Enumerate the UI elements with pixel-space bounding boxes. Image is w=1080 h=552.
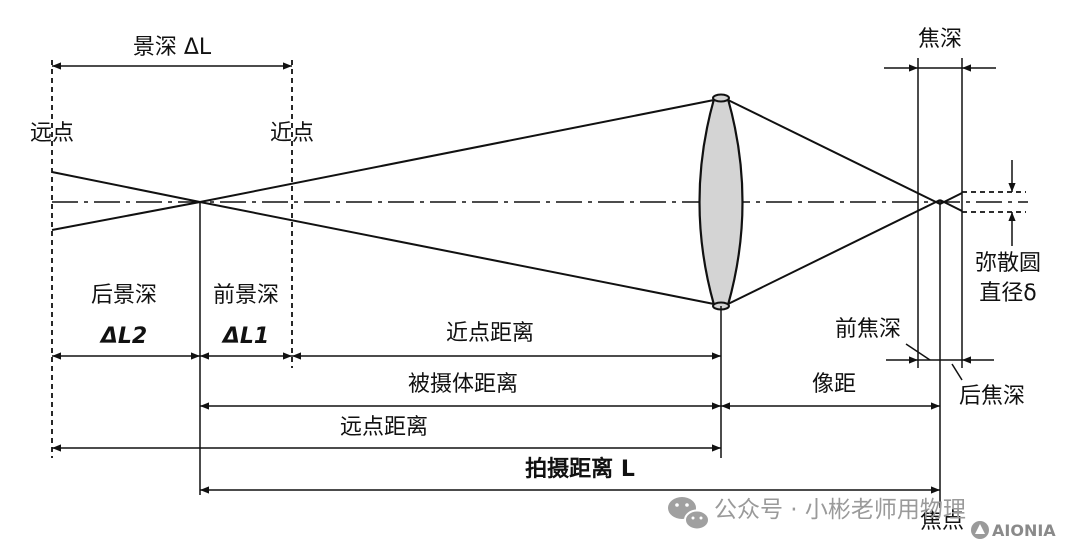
coc-label-line2: 直径δ [979, 281, 1036, 306]
lens-top-cap [712, 93, 730, 103]
ray-far-upper [51, 171, 201, 203]
depth-of-focus-label: 焦深 [918, 27, 962, 52]
ray-focus-out-lower [939, 199, 963, 212]
image-distance-label: 像距 [812, 372, 856, 397]
delta-l1-label: ΔL1 [221, 324, 269, 349]
delta-l2-label: ΔL2 [99, 324, 147, 349]
rear-depth-of-field-label: 后景深 [91, 283, 157, 308]
ray-to-lens-bottom [199, 201, 715, 305]
far-point-label: 远点 [30, 121, 74, 146]
ray-lens-top-to-focus [727, 99, 941, 205]
ray-to-lens-top [199, 99, 715, 203]
watermark-channel-name: 公众号 · 小彬老师用物理 [714, 497, 966, 523]
rear-depth-of-focus-label: 后焦深 [959, 384, 1025, 409]
front-depth-of-field-label: 前景深 [213, 283, 279, 308]
front-depth-of-focus-label: 前焦深 [835, 317, 901, 342]
focal-point-label: 焦点 [920, 509, 964, 534]
lens [698, 97, 744, 307]
near-point-distance-label: 近点距离 [446, 321, 534, 346]
far-point-distance-label: 远点距离 [340, 415, 428, 440]
wechat-icon [668, 497, 710, 531]
shooting-distance-label: 拍摄距离 L [525, 456, 635, 482]
aionia-logo-icon [971, 521, 989, 539]
ray-lens-bottom-to-focus [727, 199, 941, 305]
coc-label-line1: 弥散圆 [975, 251, 1041, 276]
rear-depth-of-focus-leader [951, 363, 963, 381]
depth-of-field-label: 景深 ΔL [133, 35, 212, 60]
object-distance-label: 被摄体距离 [408, 372, 518, 397]
watermark-logo-text: AIONIA [992, 521, 1056, 540]
front-depth-of-focus-leader [905, 343, 931, 361]
ray-far-lower [51, 201, 201, 231]
near-point-label: 近点 [270, 121, 314, 146]
